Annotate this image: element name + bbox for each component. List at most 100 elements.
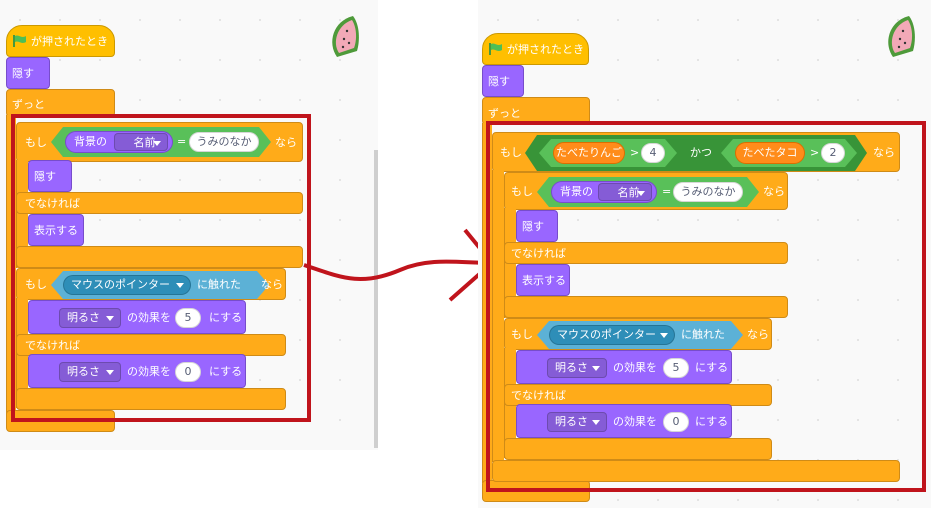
dropdown-value: 明るさ <box>555 361 588 374</box>
value-text: うみのなか <box>196 135 252 148</box>
value-input[interactable]: うみのなか <box>673 182 743 202</box>
when-flag-clicked-hat-block[interactable]: が押されたとき <box>6 25 115 57</box>
set-effect-block-2[interactable]: 明るさ の効果を 0 にする <box>28 354 246 388</box>
show-label: 表示する <box>522 274 566 287</box>
dropdown-value: 明るさ <box>555 415 588 428</box>
then-keyword: なら <box>261 278 283 291</box>
gt-sign: > <box>630 146 640 159</box>
if-else-block-backdrop[interactable]: もし 背景の 名前 = うみのなか なら <box>16 122 303 162</box>
hide-label: 隠す <box>522 220 544 233</box>
equals-sign: = <box>177 135 187 148</box>
then-keyword: なら <box>747 328 769 341</box>
if-else-bottom <box>16 246 303 268</box>
if2-bottom <box>504 438 772 460</box>
if-else-block-touching[interactable]: もし マウスのポインター に触れた なら <box>504 318 772 350</box>
effect-dropdown[interactable]: 明るさ <box>59 308 121 328</box>
dropdown-value: 名前 <box>133 136 156 149</box>
effect-end-label: にする <box>209 365 243 378</box>
hide-block[interactable]: 隠す <box>482 65 524 97</box>
effect-end-label: にする <box>695 415 729 428</box>
effect-value-input[interactable]: 5 <box>663 358 689 378</box>
touching-sensing-block[interactable]: マウスのポインター に触れた <box>51 271 269 299</box>
else-row: でなければ <box>16 192 303 214</box>
variable-octopus-eaten[interactable]: たべたタコ <box>735 142 805 164</box>
effect-label: の効果を <box>613 361 657 374</box>
red-arrow-icon <box>303 228 495 302</box>
variable-apples-eaten[interactable]: たべたりんご <box>553 142 625 164</box>
hat-label: が押されたとき <box>31 35 108 48</box>
show-block[interactable]: 表示する <box>28 214 84 246</box>
outer-if-block[interactable]: もし たべたりんご > 4 かつ たべたタコ > 2 なら <box>492 132 900 172</box>
effect-label: の効果を <box>127 311 171 324</box>
touching-sensing-block[interactable]: マウスのポインター に触れた <box>537 321 743 349</box>
outer-if-bottom <box>492 460 900 482</box>
value-text: 5 <box>672 361 680 374</box>
touching-target-dropdown[interactable]: マウスのポインター <box>549 325 675 345</box>
greater-than-operator-2[interactable]: たべたタコ > 2 <box>721 139 857 167</box>
else-row: でなければ <box>504 242 788 264</box>
backdrop-attribute-dropdown[interactable]: 名前 <box>598 183 652 201</box>
set-effect-block-2[interactable]: 明るさ の効果を 0 にする <box>516 404 732 438</box>
touching-label: に触れた <box>197 278 241 291</box>
effect-value-input[interactable]: 0 <box>663 412 689 432</box>
watermelon-icon <box>332 16 359 57</box>
hide-label: 隠す <box>12 67 34 80</box>
value-text: うみのなか <box>680 185 736 198</box>
effect-dropdown[interactable]: 明るさ <box>59 362 121 382</box>
effect-end-label: にする <box>209 311 243 324</box>
compare-value-input-1[interactable]: 4 <box>641 143 665 163</box>
hat-label: が押されたとき <box>507 43 584 56</box>
if-else-block-touching[interactable]: もし マウスのポインター に触れた なら <box>16 268 286 300</box>
set-effect-block-1[interactable]: 明るさ の効果を 5 にする <box>28 300 246 334</box>
highlight-box-before <box>11 114 311 422</box>
and-operator[interactable]: たべたりんご > 4 かつ たべたタコ > 2 <box>525 135 867 171</box>
forever-block[interactable]: ずっと <box>6 89 115 117</box>
value-input[interactable]: うみのなか <box>189 132 259 152</box>
else-keyword: でなければ <box>25 197 80 210</box>
outer-if-arm <box>492 170 504 462</box>
and-keyword: かつ <box>690 146 712 159</box>
highlight-box-after <box>486 121 926 492</box>
dropdown-value: マウスのポインター <box>71 278 170 291</box>
if-arm <box>16 160 28 268</box>
variable-label: たべたりんご <box>556 146 622 159</box>
dropdown-value: 明るさ <box>67 311 100 324</box>
forever-label: ずっと <box>488 107 521 120</box>
green-flag-icon <box>489 43 502 55</box>
hide-block-inner[interactable]: 隠す <box>516 210 558 242</box>
effect-value-input[interactable]: 0 <box>175 362 201 382</box>
equals-sign: = <box>662 185 672 198</box>
hide-block[interactable]: 隠す <box>6 57 50 89</box>
effect-dropdown[interactable]: 明るさ <box>547 358 607 378</box>
watermelon-icon <box>888 16 915 57</box>
else-keyword: でなければ <box>511 247 566 260</box>
variable-label: たべたタコ <box>742 146 798 159</box>
effect-end-label: にする <box>695 361 729 374</box>
equals-operator[interactable]: 背景の 名前 = うみのなか <box>51 127 271 157</box>
when-flag-clicked-hat-block[interactable]: が押されたとき <box>482 33 589 65</box>
backdrop-reporter[interactable]: 背景の 名前 <box>65 131 173 153</box>
value-text: 0 <box>672 415 680 428</box>
compare-value-input-2[interactable]: 2 <box>821 143 845 163</box>
then-keyword: なら <box>763 185 785 198</box>
if-else-block-backdrop[interactable]: もし 背景の 名前 = うみのなか なら <box>504 172 788 210</box>
scrollbar-before[interactable] <box>374 150 378 448</box>
if2-bottom <box>16 388 286 410</box>
dropdown-value: 明るさ <box>67 365 100 378</box>
show-block[interactable]: 表示する <box>516 264 570 296</box>
value-text: 2 <box>829 146 837 159</box>
dropdown-value: マウスのポインター <box>557 328 656 341</box>
backdrop-reporter[interactable]: 背景の 名前 <box>551 181 657 203</box>
value-text: 5 <box>184 311 192 324</box>
touching-target-dropdown[interactable]: マウスのポインター <box>63 275 191 295</box>
greater-than-operator-1[interactable]: たべたりんご > 4 <box>539 139 677 167</box>
forever-block[interactable]: ずっと <box>482 97 590 125</box>
effect-value-input[interactable]: 5 <box>175 308 201 328</box>
effect-label: の効果を <box>127 365 171 378</box>
hide-block-inner[interactable]: 隠す <box>28 160 72 192</box>
effect-dropdown[interactable]: 明るさ <box>547 412 607 432</box>
equals-operator[interactable]: 背景の 名前 = うみのなか <box>537 177 759 207</box>
set-effect-block-1[interactable]: 明るさ の効果を 5 にする <box>516 350 732 384</box>
backdrop-attribute-dropdown[interactable]: 名前 <box>114 133 168 151</box>
if-keyword: もし <box>25 136 47 149</box>
